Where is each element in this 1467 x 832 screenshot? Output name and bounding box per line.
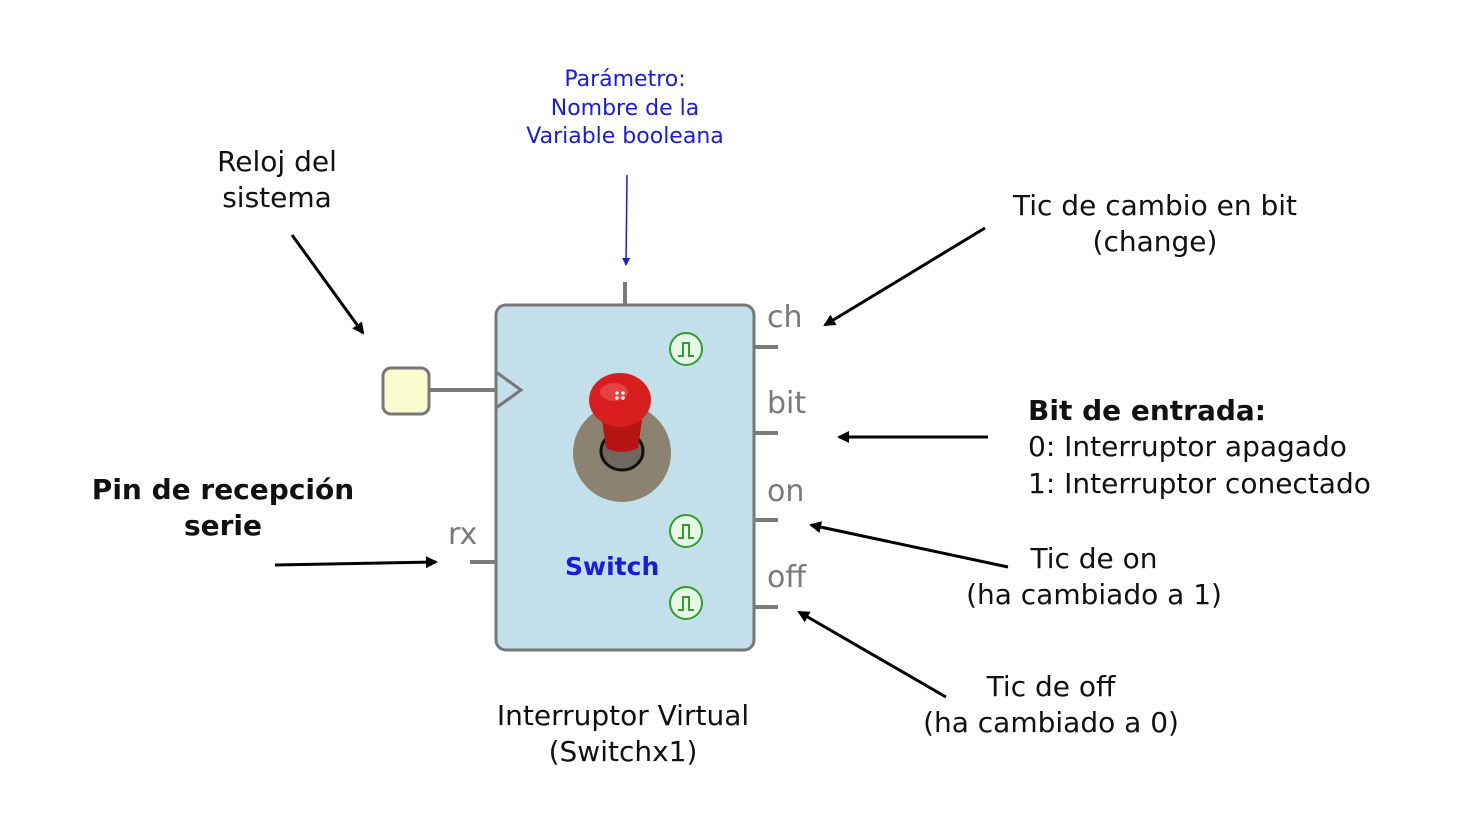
bit-annotation: Bit de entrada: 0: Interruptor apagado 1… [1028, 394, 1371, 500]
clock-annotation: Reloj del sistema [217, 145, 337, 215]
off-annotation: Tic de off (ha cambiado a 0) [923, 670, 1179, 740]
on-arrow [809, 521, 1009, 569]
port-label-rx: rx [448, 517, 478, 552]
bit-annotation-title: Bit de entrada: [1028, 394, 1266, 427]
port-label-ch: ch [767, 300, 803, 335]
port-label-off: off [767, 560, 807, 595]
pulse-icon [669, 514, 703, 548]
rx-arrow [274, 556, 438, 569]
on-annotation: Tic de on (ha cambiado a 1) [966, 542, 1222, 612]
clock-arrow [290, 234, 365, 335]
clock-input-box[interactable] [381, 366, 431, 416]
clock-edge-triangle [495, 370, 524, 410]
rx-annotation: Pin de recepción serie [91, 473, 355, 543]
port-label-on: on [767, 474, 805, 509]
parameter-arrow [622, 174, 631, 266]
change-arrow [823, 226, 986, 327]
pulse-icon [669, 332, 703, 366]
block-caption: Interruptor Virtual (Switchx1) [496, 699, 750, 769]
toggle-switch-icon [573, 373, 671, 502]
parameter-annotation: Parámetro: Nombre de la Variable boolean… [526, 67, 724, 150]
off-arrow [797, 610, 947, 699]
port-label-bit: bit [767, 386, 807, 421]
pulse-icon [669, 586, 703, 620]
change-annotation: Tic de cambio en bit (change) [1012, 189, 1298, 259]
block-name: Switch [565, 552, 660, 581]
